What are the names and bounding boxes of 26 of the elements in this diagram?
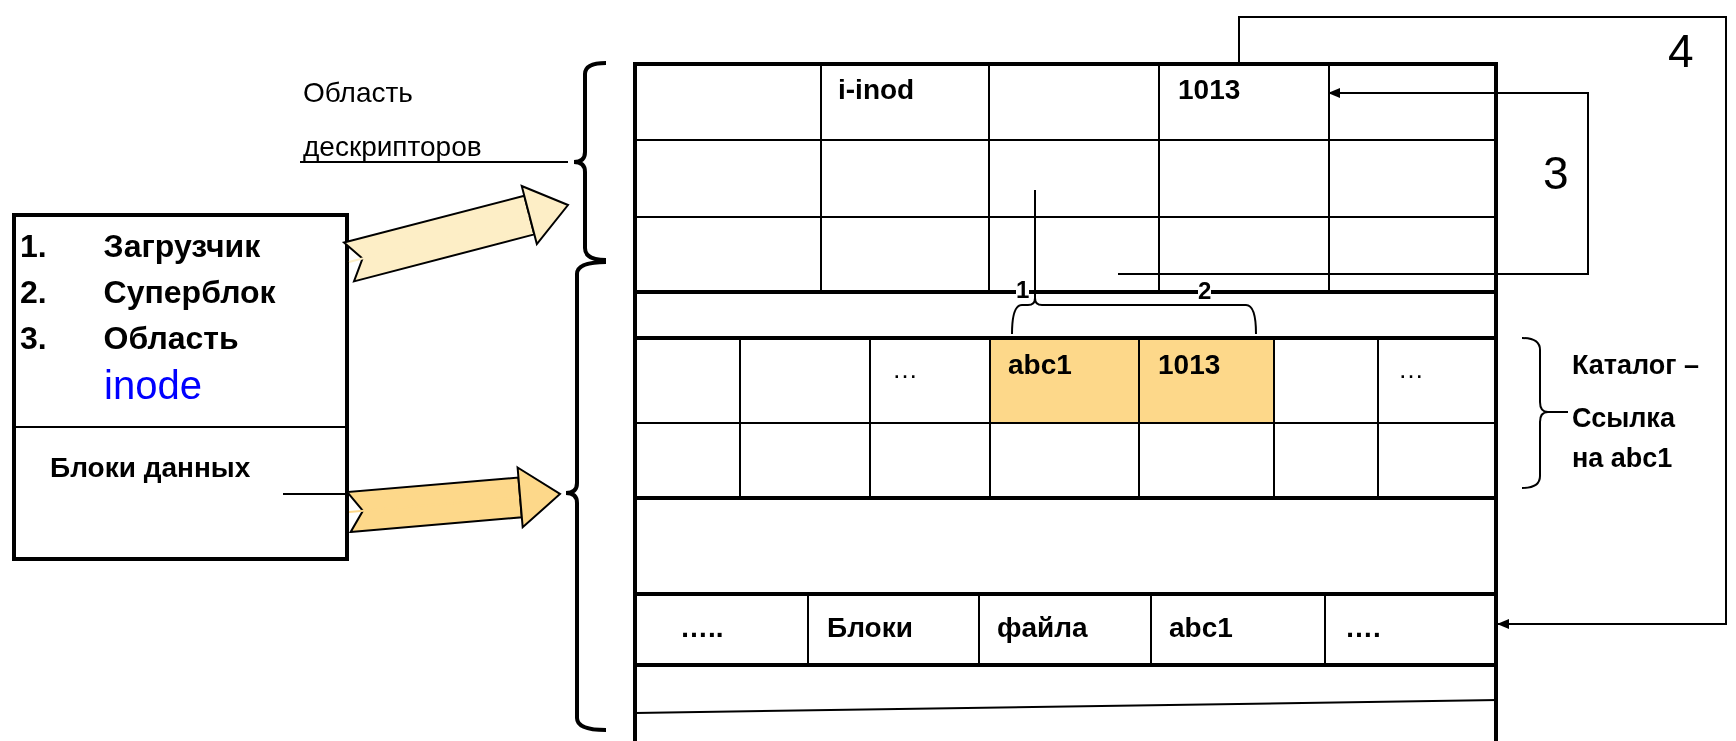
area-label: Область дескрипторов [303, 76, 483, 164]
cell-text: файла [997, 611, 1088, 645]
cell-text: abc1 [1008, 348, 1072, 382]
arrow [1117, 88, 1589, 275]
cell-text: 1013 [1158, 348, 1221, 382]
list-panel [12, 213, 349, 561]
cell-text: … [1398, 353, 1424, 386]
list-item: inode [104, 362, 202, 408]
highlighted-cell [990, 340, 1139, 423]
side-note: Каталог – [1572, 349, 1700, 382]
cell-text: …. [1345, 611, 1381, 645]
list-item: 3. Область [20, 319, 239, 358]
cell-text: ….. [680, 611, 724, 645]
side-note: Ссылка на abc1 [1572, 402, 1677, 475]
cell-text: Блоки [827, 611, 913, 645]
cell-text: … [892, 353, 918, 386]
section-label: Блоки данных [50, 451, 251, 485]
cell-text: i-inod [838, 73, 915, 107]
cell-text: abc1 [1169, 611, 1233, 645]
list-item: 2. Суперблок [20, 273, 276, 312]
list-item: 1. Загрузчик [20, 227, 261, 266]
highlighted-cell [1139, 340, 1274, 423]
cell-text: 1013 [1178, 73, 1241, 107]
leader-line [299, 161, 569, 163]
arrow [1238, 16, 1727, 629]
disk-table [633, 62, 1498, 741]
